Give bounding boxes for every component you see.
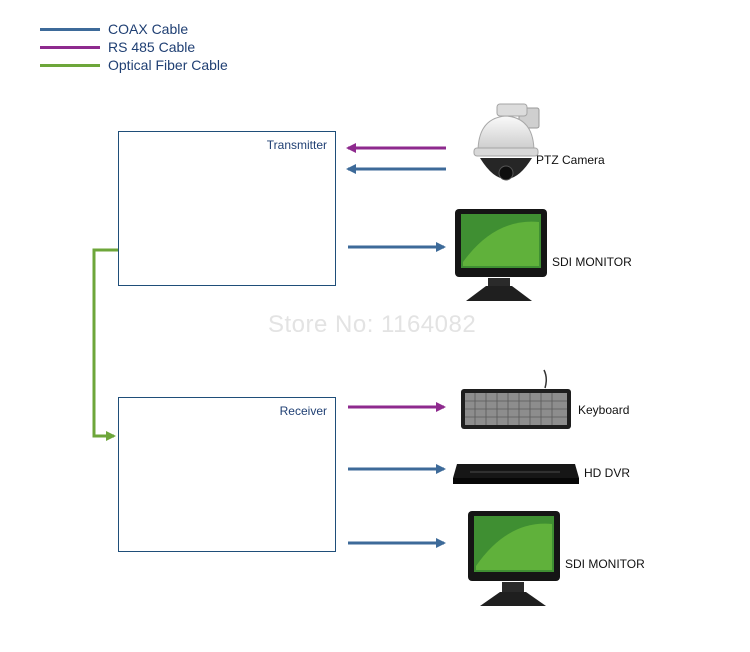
ptz-camera-image <box>473 103 540 181</box>
transmitter-title: Transmitter <box>266 138 327 152</box>
sdi-monitor-top-image <box>455 209 547 301</box>
legend-label-rs485: RS 485 Cable <box>108 39 196 55</box>
sdi-monitor-bottom-image <box>468 511 560 606</box>
keyboard-image <box>461 369 571 429</box>
hd-dvr-image <box>453 464 579 484</box>
ptz-camera-label: PTZ Camera <box>536 153 605 167</box>
sdi-monitor-bottom-label: SDI MONITOR <box>565 557 645 571</box>
keyboard-label: Keyboard <box>578 403 630 417</box>
legend-label-coax: COAX Cable <box>108 21 189 37</box>
store-watermark: Store No: 1164082 <box>268 311 477 338</box>
receiver-title: Receiver <box>279 404 327 418</box>
receiver-box: Receiver <box>118 397 336 552</box>
hd-dvr-label: HD DVR <box>584 466 631 480</box>
legend-swatch-fiber <box>40 64 100 67</box>
fiber-cable <box>92 248 118 441</box>
legend-label-fiber: Optical Fiber Cable <box>108 57 228 73</box>
legend-swatch-coax <box>40 28 100 31</box>
transmitter-box: Transmitter <box>118 131 336 286</box>
legend-swatch-rs485 <box>40 46 100 49</box>
sdi-monitor-top-label: SDI MONITOR <box>552 255 632 269</box>
